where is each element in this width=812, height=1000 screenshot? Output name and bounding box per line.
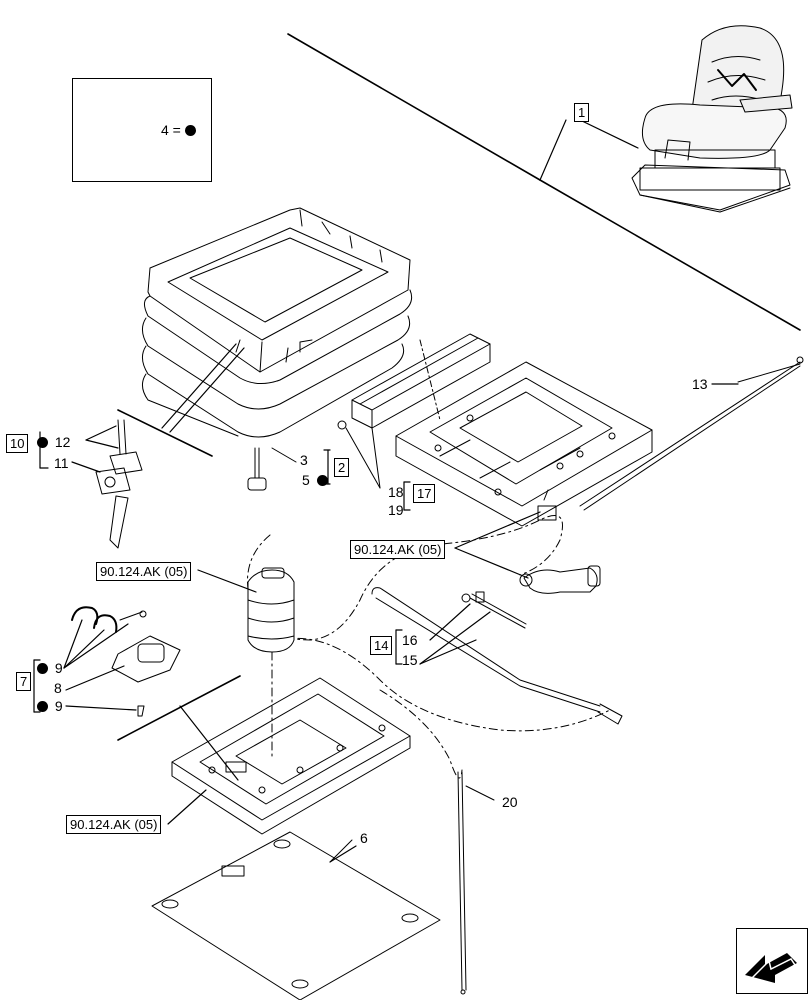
callout-14[interactable]: 14	[370, 636, 393, 655]
previous-page-button[interactable]	[736, 928, 808, 994]
adjustment-rod	[371, 587, 623, 725]
label-9-lower: 9	[37, 698, 63, 714]
reference-link-bottom[interactable]: 90.124.AK (05)	[66, 815, 162, 834]
kit-icon-text-1: KIT	[87, 123, 105, 135]
callout-1[interactable]: 1	[574, 103, 590, 122]
reference-link-mid[interactable]: 90.124.AK (05)	[96, 562, 192, 581]
previous-page-arrow-icon	[745, 953, 797, 986]
label-12: 12	[37, 434, 70, 450]
label-16: 16	[402, 632, 418, 648]
kit-icon-text-2: KIT	[117, 123, 135, 135]
screw	[247, 447, 297, 491]
routing-cable-upper	[247, 515, 563, 641]
bellows-cover	[142, 207, 413, 438]
label-9-upper: 9	[37, 660, 63, 676]
kit-legend-label: 4 =	[161, 122, 181, 138]
routing-cable-lower	[279, 637, 611, 732]
label-13: 13	[692, 376, 708, 392]
air-spring	[247, 567, 295, 761]
upper-frame	[395, 361, 653, 527]
label-15: 15	[402, 652, 418, 668]
routing-cable-vertical	[379, 689, 463, 779]
label-3: 3	[300, 452, 308, 468]
cable-13	[579, 356, 804, 511]
label-9-upper-text: 9	[54, 660, 63, 676]
label-18: 18	[388, 484, 404, 500]
label-9-lower-text: 9	[54, 698, 63, 714]
kit-dot-icon	[37, 701, 48, 712]
kit-legend: 4 = KIT KIT	[72, 78, 212, 182]
kit-dot-icon	[37, 437, 48, 448]
reference-link-top[interactable]: 90.124.AK (05)	[350, 540, 446, 559]
kit-dot-icon	[316, 475, 328, 486]
kit-dot-icon	[184, 125, 196, 136]
callout-2[interactable]: 2	[334, 458, 350, 477]
cable-20	[457, 771, 495, 995]
label-20: 20	[502, 794, 518, 810]
callout-17[interactable]: 17	[413, 484, 436, 503]
label-5-text: 5	[302, 472, 310, 488]
callout-10[interactable]: 10	[6, 434, 29, 453]
label-12-text: 12	[54, 434, 71, 450]
valve-assembly	[519, 565, 601, 594]
floor-plate	[151, 831, 441, 1000]
bracket-assembly	[95, 419, 143, 549]
kit-legend-text: 4 =	[161, 122, 199, 138]
label-11: 11	[54, 455, 69, 471]
label-5: 5	[302, 472, 331, 488]
label-6: 6	[360, 830, 368, 846]
kit-dot-icon	[37, 663, 48, 674]
slide-rail	[337, 333, 491, 489]
callout-7[interactable]: 7	[16, 672, 32, 691]
label-19: 19	[388, 502, 404, 518]
spring-clip-assembly	[71, 606, 181, 717]
label-8: 8	[54, 680, 62, 696]
lower-base-frame	[171, 677, 411, 835]
tractor-seat-icon	[631, 25, 793, 213]
